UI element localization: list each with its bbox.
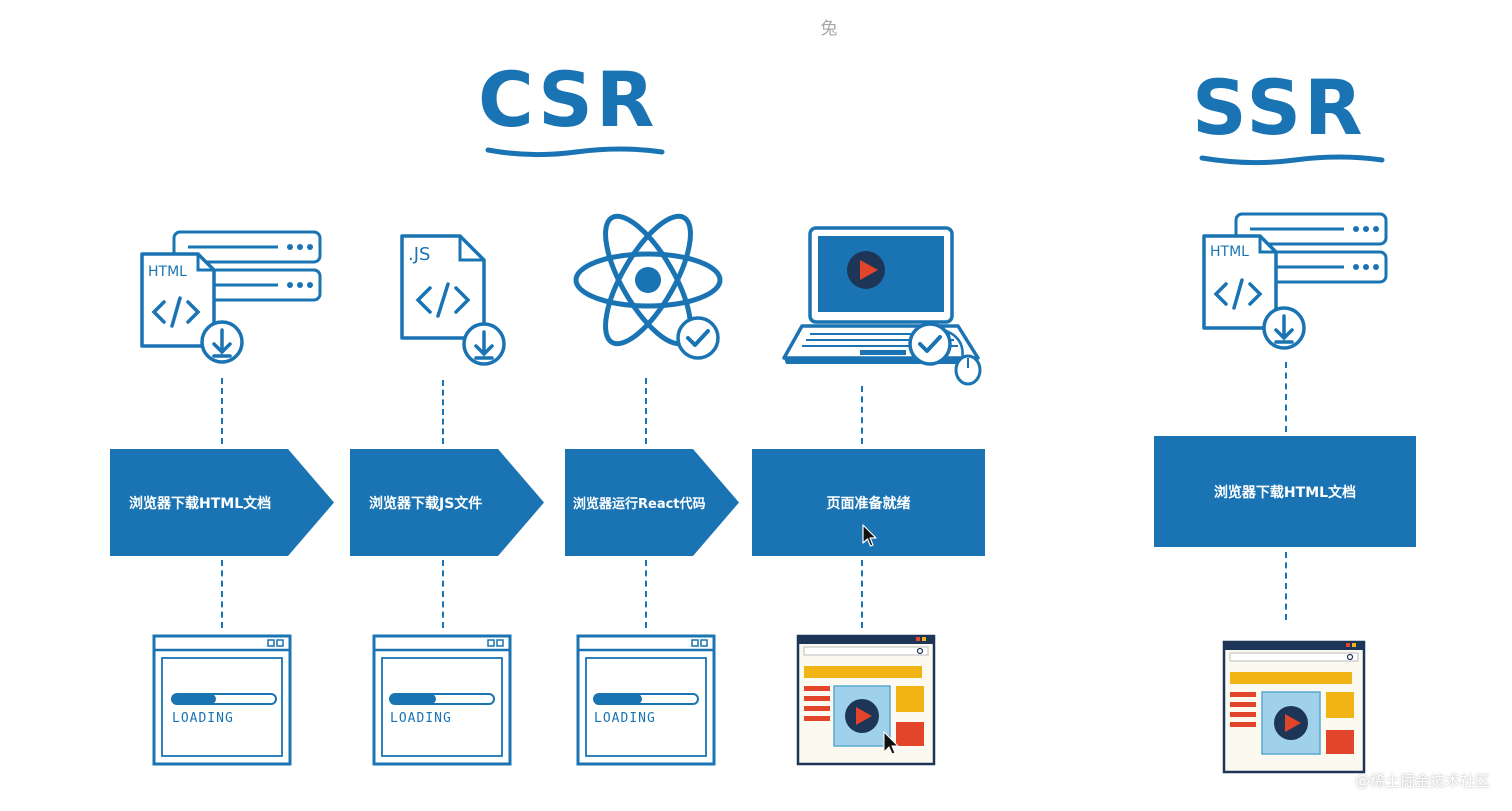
csr-step-2-box: 浏览器下载JS文件 [350, 449, 544, 556]
connector-top-1 [221, 378, 223, 444]
connector-bottom-2 [442, 560, 444, 628]
ssr-step-1-box: 浏览器下载HTML文档 [1154, 436, 1416, 547]
top-glyph: 兔 [820, 19, 838, 39]
progress-fill [390, 694, 436, 704]
ssr-step-1-label: 浏览器下载HTML文档 [1213, 484, 1357, 501]
html-file-label: HTML [148, 264, 187, 280]
loading-screen-2: LOADING [372, 634, 512, 766]
ssr-underline [1199, 154, 1385, 166]
csr-underline [485, 146, 665, 158]
connector-top-4 [861, 386, 863, 444]
cursor-icon [883, 730, 900, 755]
webpage-screen-ssr [1222, 640, 1366, 774]
ssr-title: SSR [1192, 63, 1366, 152]
loading-screen-3: LOADING [576, 634, 716, 766]
loading-screen-1: LOADING [152, 634, 292, 766]
ssr-html-download-icon: HTML [1202, 212, 1388, 350]
csr-step-4-label: 页面准备就绪 [826, 495, 911, 512]
watermark: @稀土掘金技术社区 [1354, 772, 1490, 790]
html-download-icon: HTML [140, 230, 322, 364]
loading-label: LOADING [594, 711, 656, 726]
ssr-html-file-label: HTML [1210, 244, 1249, 260]
csr-step-3-label: 浏览器运行React代码 [573, 497, 706, 512]
connector-bottom-4 [861, 560, 863, 628]
connector-top-ssr [1285, 362, 1287, 432]
csr-step-1-label: 浏览器下载HTML文档 [129, 495, 272, 512]
connector-top-3 [645, 378, 647, 444]
loading-label: LOADING [172, 711, 234, 726]
csr-step-3-box: 浏览器运行React代码 [565, 449, 739, 556]
csr-title: CSR [478, 55, 658, 144]
progress-fill [594, 694, 642, 704]
connector-top-2 [442, 380, 444, 444]
js-download-icon: .JS [400, 234, 506, 366]
connector-bottom-1 [221, 560, 223, 628]
connector-bottom-3 [645, 560, 647, 628]
loading-label: LOADING [390, 711, 452, 726]
progress-fill [172, 694, 216, 704]
react-check-icon [573, 213, 723, 360]
connector-bottom-ssr [1285, 552, 1287, 620]
js-file-label: .JS [408, 244, 430, 265]
mouse-cursor-icon [862, 524, 877, 547]
webpage-screen-csr [796, 634, 936, 766]
laptop-play-icon [782, 226, 982, 386]
csr-step-2-label: 浏览器下载JS文件 [369, 495, 483, 512]
csr-step-1-box: 浏览器下载HTML文档 [110, 449, 334, 556]
